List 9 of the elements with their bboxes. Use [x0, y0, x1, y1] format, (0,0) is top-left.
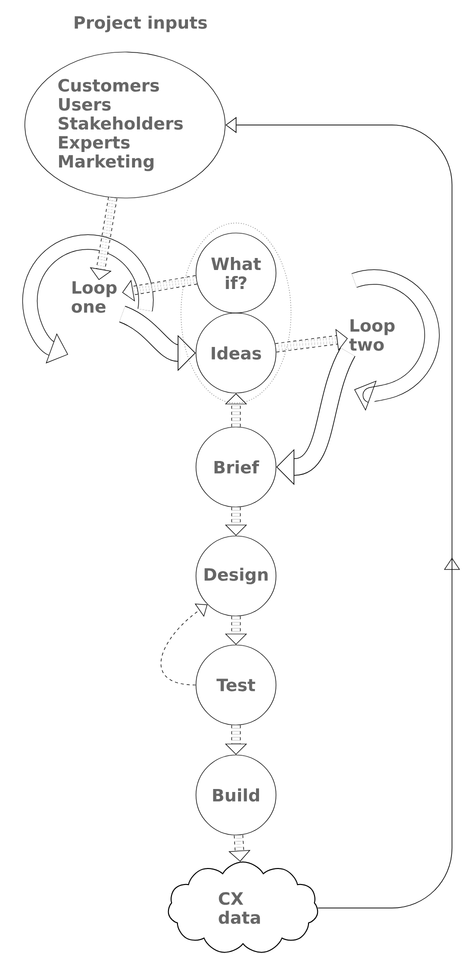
data-cloud: CX data: [168, 862, 318, 953]
dashed-arrow: [275, 328, 348, 352]
loop-label: Loop one: [72, 281, 117, 313]
block-arrow: [276, 348, 356, 486]
dashed-arrow: [160, 604, 208, 686]
title: Project inputs: [74, 16, 207, 32]
dashed-arrow: [122, 275, 198, 302]
dotted-ellipse: [180, 222, 292, 404]
loop-label: Loop two: [349, 319, 395, 351]
